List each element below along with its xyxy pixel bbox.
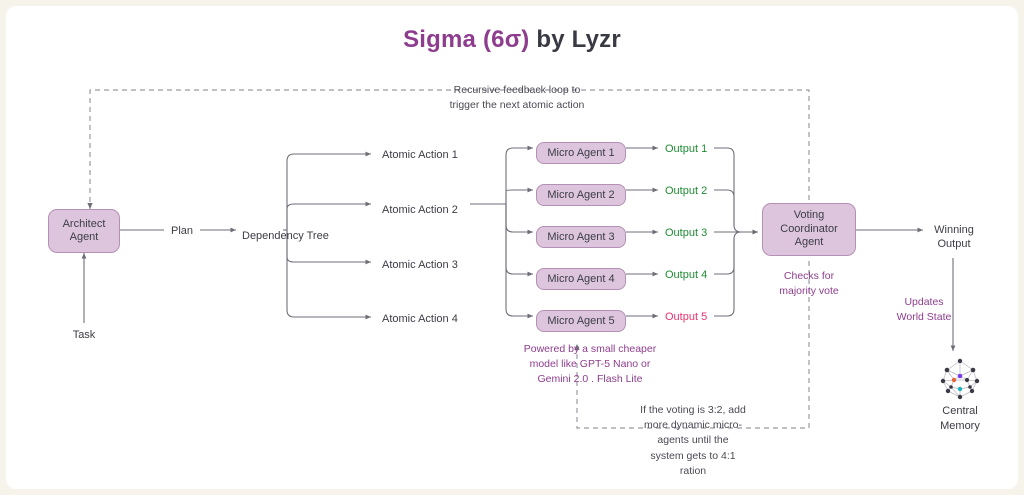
output-1: Output 1 bbox=[665, 143, 708, 155]
micro-agent-1[interactable]: Micro Agent 1 bbox=[536, 142, 626, 164]
label-dependency-tree: Dependency Tree bbox=[242, 230, 329, 242]
atomic-action-3: Atomic Action 3 bbox=[382, 259, 458, 271]
wire-bus-to-agent-4 bbox=[505, 204, 533, 277]
title-plain: by Lyzr bbox=[529, 26, 621, 53]
note-voting: Checks for majority vote bbox=[779, 270, 839, 298]
wire-deptree-to-action-4 bbox=[286, 230, 371, 320]
wire-feedback-loop bbox=[87, 89, 810, 209]
label-central-memory: Central Memory bbox=[940, 405, 980, 432]
note-scaling: If the voting is 3:2, add more dynamic m… bbox=[640, 404, 746, 477]
label-plan: Plan bbox=[170, 225, 194, 237]
micro-agent-5[interactable]: Micro Agent 5 bbox=[536, 310, 626, 332]
micro-agent-4-label: Micro Agent 4 bbox=[547, 273, 615, 285]
connector-wires bbox=[81, 89, 956, 429]
micro-agent-2[interactable]: Micro Agent 2 bbox=[536, 184, 626, 206]
label-task: Task bbox=[72, 329, 96, 341]
micro-agent-5-label: Micro Agent 5 bbox=[547, 315, 615, 327]
micro-agent-3-label: Micro Agent 3 bbox=[547, 231, 615, 243]
wire-deptree-to-action-1 bbox=[286, 151, 371, 230]
voting-coordinator-label: Voting Coordinator Agent bbox=[780, 209, 838, 249]
wire-output5-to-voting bbox=[714, 231, 742, 317]
atomic-action-2: Atomic Action 2 bbox=[382, 204, 458, 216]
wire-output2-to-voting bbox=[714, 189, 735, 225]
output-2: Output 2 bbox=[665, 185, 708, 197]
micro-agent-2-label: Micro Agent 2 bbox=[547, 189, 615, 201]
wire-bus-to-agent-2 bbox=[505, 187, 533, 204]
node-voting-coordinator-agent[interactable]: Voting Coordinator Agent bbox=[762, 203, 856, 256]
note-feedback-loop: Recursive feedback loop to trigger the n… bbox=[449, 84, 585, 112]
micro-agent-3[interactable]: Micro Agent 3 bbox=[536, 226, 626, 248]
wire-bus-to-agent-3 bbox=[505, 204, 533, 235]
node-architect-agent[interactable]: Architect Agent bbox=[48, 209, 120, 253]
wire-output4-to-voting bbox=[714, 239, 735, 275]
atomic-action-4: Atomic Action 4 bbox=[382, 313, 458, 325]
output-4: Output 4 bbox=[665, 269, 708, 281]
wire-deptree-to-action-2 bbox=[286, 201, 371, 230]
diagram-stage: Sigma (6σ) by Lyzr bbox=[6, 6, 1018, 489]
micro-agent-1-label: Micro Agent 1 bbox=[547, 147, 615, 159]
output-5: Output 5 bbox=[665, 311, 708, 323]
page-title: Sigma (6σ) by Lyzr bbox=[6, 26, 1018, 54]
title-accent: Sigma (6σ) bbox=[403, 26, 530, 53]
memory-node-orange bbox=[951, 377, 957, 383]
diagram-card: Sigma (6σ) by Lyzr bbox=[6, 6, 1018, 489]
micro-agent-4[interactable]: Micro Agent 4 bbox=[536, 268, 626, 290]
wire-bus-to-agent-1 bbox=[505, 145, 533, 204]
note-updates-world-state: Updates World State bbox=[896, 296, 952, 324]
memory-node-purple bbox=[957, 373, 963, 379]
note-model: Powered by a small cheaper model like GP… bbox=[523, 343, 657, 386]
architect-agent-label: Architect Agent bbox=[62, 217, 106, 243]
central-memory-icon bbox=[937, 356, 983, 402]
label-winning-output: Winning Output bbox=[934, 224, 974, 251]
wire-bus-to-agent-5 bbox=[505, 204, 533, 319]
output-3: Output 3 bbox=[665, 227, 708, 239]
memory-node-teal bbox=[957, 386, 963, 392]
wire-scaling-loop bbox=[574, 261, 810, 429]
atomic-action-1: Atomic Action 1 bbox=[382, 149, 458, 161]
